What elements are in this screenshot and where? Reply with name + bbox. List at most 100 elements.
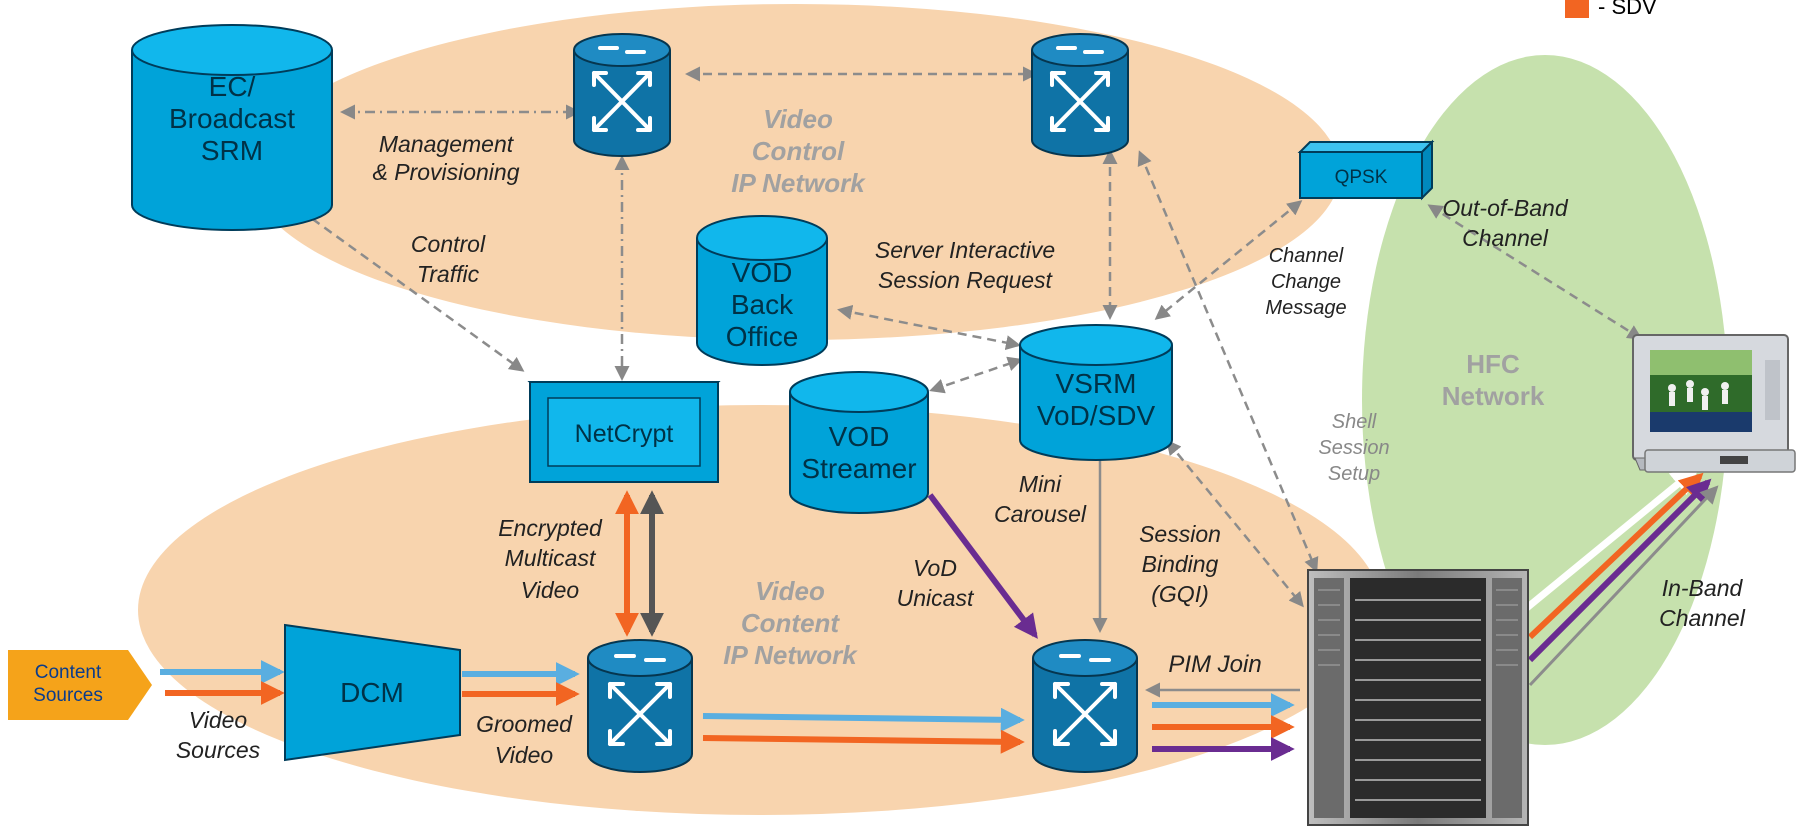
link-streamer-to-vsrm	[929, 356, 1023, 394]
svg-text:Unicast: Unicast	[897, 585, 975, 611]
svg-text:Session Request: Session Request	[878, 267, 1053, 293]
vsrm-label: VSRM VoD/SDV	[1037, 368, 1156, 431]
svg-text:Channel: Channel	[1462, 225, 1549, 251]
video-control-network-label: Video Control IP Network	[731, 104, 866, 198]
svg-text:VOD: VOD	[829, 421, 890, 452]
vod-back-office-label: VOD Back Office	[726, 257, 799, 352]
svg-text:(GQI): (GQI)	[1151, 581, 1209, 607]
svg-text:& Provisioning: & Provisioning	[372, 159, 519, 185]
session-binding-label: Session Binding (GQI)	[1139, 521, 1221, 607]
headend-rack[interactable]	[1307, 569, 1529, 826]
flow-inband-gray	[1528, 485, 1719, 687]
link-ec-to-netcrypt	[297, 208, 525, 372]
svg-text:IP Network: IP Network	[723, 640, 858, 670]
content-sources-label: Content Sources	[33, 662, 103, 706]
pim-join-label: PIM Join	[1168, 651, 1261, 678]
svg-text:Traffic: Traffic	[417, 261, 480, 287]
svg-text:Mini: Mini	[1019, 471, 1062, 497]
vod-unicast-label: VoD Unicast	[897, 555, 975, 611]
svg-text:SRM: SRM	[201, 135, 263, 166]
channel-change-label: Channel Change Message	[1265, 245, 1346, 319]
svg-text:VOD: VOD	[732, 257, 793, 288]
svg-text:VoD/SDV: VoD/SDV	[1037, 400, 1156, 431]
dcm-node[interactable]	[284, 623, 461, 762]
svg-text:Shell: Shell	[1332, 411, 1377, 433]
control-connections	[297, 66, 1643, 608]
qpsk-node[interactable]	[1297, 139, 1435, 201]
svg-text:VSRM: VSRM	[1056, 368, 1137, 399]
svg-text:Binding: Binding	[1142, 551, 1219, 577]
svg-text:IP Network: IP Network	[731, 168, 866, 198]
svg-text:Setup: Setup	[1328, 463, 1380, 485]
encrypted-multicast-label: Encrypted Multicast Video	[498, 515, 603, 603]
netcrypt-label: NetCrypt	[575, 420, 674, 448]
svg-text:Sources: Sources	[176, 737, 261, 763]
svg-text:Broadcast: Broadcast	[169, 103, 295, 134]
svg-text:Back: Back	[731, 289, 794, 320]
server-interactive-label: Server Interactive Session Request	[875, 237, 1055, 293]
svg-text:Groomed: Groomed	[476, 711, 573, 737]
ec-srm-label: EC/ Broadcast SRM	[169, 71, 295, 166]
hfc-network-label: HFC Network	[1442, 349, 1545, 411]
tv-settop-node[interactable]	[1632, 334, 1796, 473]
legend-sdv-swatch	[1565, 0, 1589, 18]
shell-session-label: Shell Session Setup	[1318, 411, 1389, 485]
video-sources-label: Video Sources	[176, 707, 261, 763]
vod-streamer-node[interactable]	[789, 371, 929, 514]
svg-text:Carousel: Carousel	[994, 501, 1087, 527]
flow-router-blue	[702, 707, 1025, 732]
svg-text:Server Interactive: Server Interactive	[875, 237, 1055, 263]
svg-text:Video: Video	[755, 576, 825, 606]
svg-text:Control: Control	[411, 231, 486, 257]
svg-text:Video: Video	[521, 577, 580, 603]
svg-text:Multicast: Multicast	[505, 545, 597, 571]
svg-text:EC/: EC/	[209, 71, 256, 102]
flow-router-orange	[702, 729, 1025, 754]
svg-text:Network: Network	[1442, 381, 1545, 411]
flow-inband-orange	[1527, 472, 1704, 640]
svg-text:Session: Session	[1139, 521, 1221, 547]
out-of-band-label: Out-of-Band Channel	[1442, 195, 1568, 251]
svg-text:Content: Content	[741, 608, 841, 638]
svg-text:Streamer: Streamer	[801, 453, 916, 484]
link-vsrm-to-rack	[1166, 439, 1304, 608]
svg-text:Control: Control	[752, 136, 845, 166]
svg-text:Video: Video	[495, 742, 554, 768]
dcm-label: DCM	[340, 677, 404, 708]
svg-text:Office: Office	[726, 321, 799, 352]
legend-sdv-label: - SDV	[1598, 0, 1657, 19]
mini-carousel-label: Mini Carousel	[994, 471, 1087, 527]
flow-inband-purple	[1527, 478, 1712, 663]
groomed-video-label: Groomed Video	[476, 711, 573, 768]
solid-gray-connections	[1092, 458, 1300, 698]
flow-inband-white	[1509, 466, 1700, 623]
control-traffic-label: Control Traffic	[411, 231, 486, 287]
management-label: Management & Provisioning	[372, 131, 519, 185]
svg-text:Message: Message	[1265, 297, 1346, 319]
svg-text:Sources: Sources	[33, 685, 103, 706]
router-content-2[interactable]	[1032, 639, 1138, 773]
svg-text:VoD: VoD	[913, 555, 957, 581]
svg-text:HFC: HFC	[1466, 349, 1520, 379]
ec-srm-node[interactable]	[131, 24, 333, 231]
labels: EC/ Broadcast SRM VOD Back Office VOD St…	[33, 71, 1746, 768]
svg-text:Out-of-Band: Out-of-Band	[1442, 195, 1568, 221]
svg-text:Channel: Channel	[1269, 245, 1344, 267]
svg-text:Session: Session	[1318, 437, 1389, 459]
content-sources-node[interactable]	[8, 650, 152, 720]
vod-back-office-node[interactable]	[696, 215, 828, 366]
netcrypt-node[interactable]	[527, 381, 721, 483]
svg-text:In-Band: In-Band	[1662, 575, 1744, 601]
router-control-1[interactable]	[573, 33, 671, 157]
svg-text:Management: Management	[379, 131, 515, 157]
svg-text:Change: Change	[1271, 271, 1341, 293]
video-flows	[160, 466, 1719, 761]
vsrm-node[interactable]	[1019, 324, 1173, 461]
svg-text:Video: Video	[189, 707, 248, 733]
vod-streamer-label: VOD Streamer	[801, 421, 916, 484]
router-content-1[interactable]	[587, 639, 693, 773]
router-control-2[interactable]	[1031, 33, 1129, 157]
in-band-label: In-Band Channel	[1659, 575, 1746, 631]
flow-vod-unicast	[927, 493, 1038, 639]
qpsk-label: QPSK	[1335, 167, 1388, 188]
